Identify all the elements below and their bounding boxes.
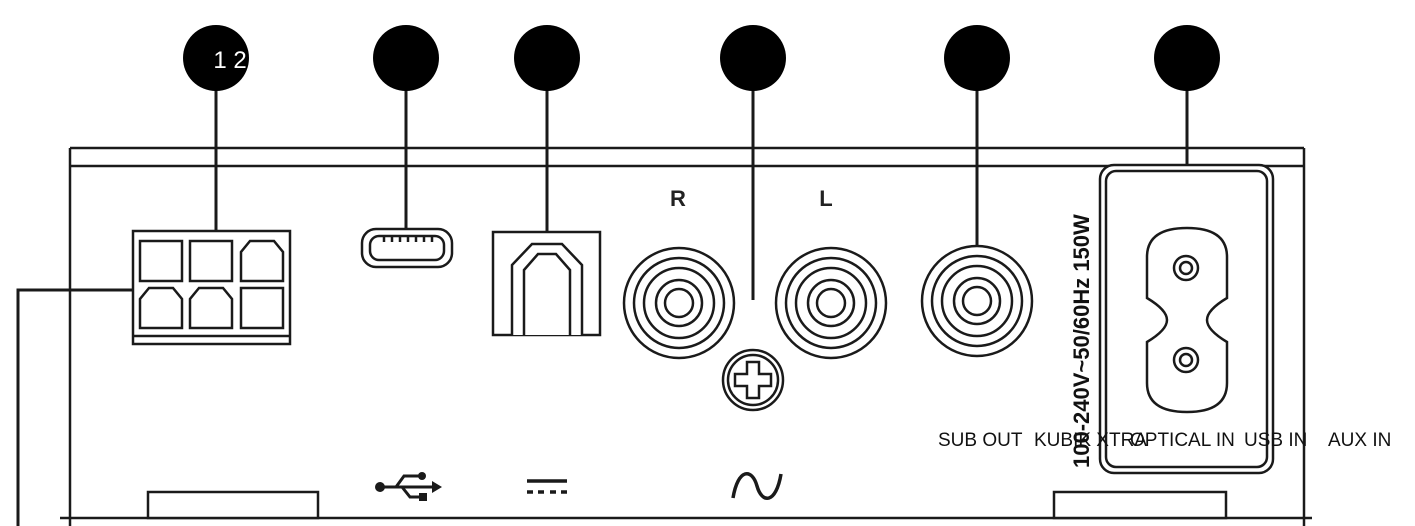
usb-port <box>360 227 454 269</box>
connector-pin <box>188 239 234 283</box>
callout-number: 1 2 <box>213 47 246 74</box>
right-foot <box>1052 490 1228 520</box>
legend-sub-out: SUB OUT <box>938 430 1023 451</box>
ac-wave-icon <box>731 472 783 500</box>
callout-6 <box>1154 25 1220 91</box>
callout-5 <box>944 25 1010 91</box>
callout-lines <box>16 85 1189 526</box>
left-channel-label: L <box>819 186 832 211</box>
connector-pin <box>138 239 184 283</box>
usb-icon <box>375 472 442 501</box>
callout-4 <box>720 25 786 91</box>
legend-optical-in: OPTICAL IN <box>1130 430 1235 451</box>
connector-pin <box>239 286 285 330</box>
legend-aux-in: AUX IN <box>1328 430 1391 451</box>
callout-1: 1 2 <box>183 25 249 91</box>
connector-pin <box>239 239 285 283</box>
callout-3 <box>514 25 580 91</box>
rca-jack-left <box>774 246 888 360</box>
legend-kubik-xtra: KUBIK XTRA <box>1034 430 1147 451</box>
legend-usb-in: USB IN <box>1244 430 1307 451</box>
connector-pin <box>138 286 184 330</box>
port-legend: SUB OUT KUBIK XTRA OPTICAL IN USB IN AUX… <box>938 430 1391 451</box>
rca-jack-right <box>622 246 736 360</box>
callout-2 <box>373 25 439 91</box>
connector-pin <box>188 286 234 330</box>
kubik-xtra-connector <box>131 229 292 346</box>
ground-screw-icon <box>721 348 785 412</box>
optical-input <box>491 230 602 337</box>
dc-power-icon <box>527 479 567 494</box>
right-channel-label: R <box>670 186 686 211</box>
left-foot <box>146 490 320 520</box>
power-rating: 100-240V~50/60Hz 150W <box>1069 214 1094 468</box>
power-inlet <box>1098 163 1275 475</box>
rca-jack-sub-out <box>920 244 1034 358</box>
